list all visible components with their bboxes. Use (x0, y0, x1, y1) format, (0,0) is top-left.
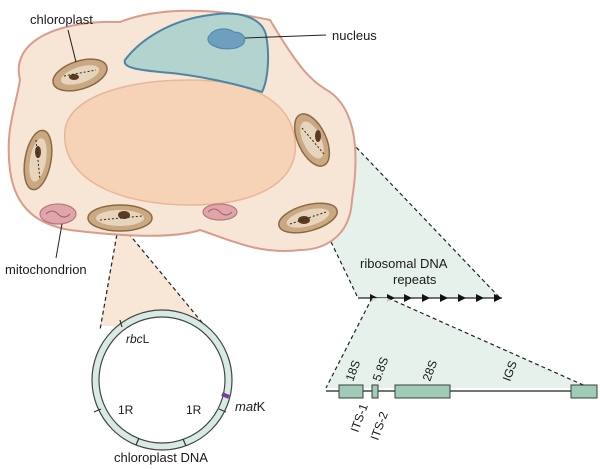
label-igs: IGS (500, 359, 520, 383)
repeat-arrow (422, 294, 430, 302)
chloroplast-dna-label: chloroplast DNA (114, 450, 208, 465)
chloroplast-top-left (52, 58, 108, 92)
vacuole (64, 79, 297, 206)
matk-label: matK (235, 399, 266, 414)
nucleus-label: nucleus (332, 28, 377, 43)
chloroplast-leader-line (67, 29, 77, 63)
ribosomal-dna-label: ribosomal DNA (360, 256, 448, 271)
ring-tick-4 (182, 438, 187, 447)
ring-tick-2 (93, 408, 102, 413)
repeat-arrow (476, 294, 484, 302)
gene-5-8s (371, 384, 379, 399)
chloroplast-zoom-lines (99, 227, 206, 331)
chloroplast-bottom (87, 204, 153, 232)
chloroplast-bottom-right (278, 202, 338, 234)
ring-tick-5 (218, 408, 227, 413)
gene-18s (338, 384, 364, 399)
chloroplast-left (23, 129, 53, 191)
rbcl-label: rbcL (126, 332, 150, 346)
chloroplast-zoom-wedge (100, 228, 205, 326)
nucleus-leader-line (244, 34, 327, 39)
chloroplast-dna-ring-inner (98, 316, 226, 444)
repeat-arrow (440, 294, 448, 302)
gene-igs-end (570, 384, 598, 399)
mitochondrion-leader-line (55, 223, 63, 259)
label-its-2: ITS-2 (368, 409, 391, 442)
label-18s: 18S (343, 358, 363, 383)
label-its-1: ITS-1 (348, 401, 371, 434)
chloroplast-label: chloroplast (30, 12, 93, 27)
matk-marker (221, 392, 230, 399)
repeat-arrow (458, 294, 466, 302)
ring-tick-1 (119, 319, 123, 328)
repeats-label: repeats (393, 272, 437, 287)
rdna-zoom-lines (325, 297, 591, 389)
mitochondrion-center (202, 203, 238, 221)
repeat-arrow (494, 294, 502, 302)
gene-28s (394, 384, 451, 399)
ring-tick-3 (135, 437, 140, 446)
mitochondrion-label: mitochondrion (5, 262, 87, 277)
mitochondrion-left (39, 203, 77, 225)
chloroplast-right (293, 113, 331, 167)
ir-label-left: 1R (118, 403, 134, 417)
ir-label-right: 1R (186, 403, 202, 417)
nucleolus (207, 28, 246, 50)
label-28s: 28S (420, 358, 440, 383)
rdna-zoom-wedge (326, 298, 590, 388)
repeat-arrow (404, 294, 412, 302)
